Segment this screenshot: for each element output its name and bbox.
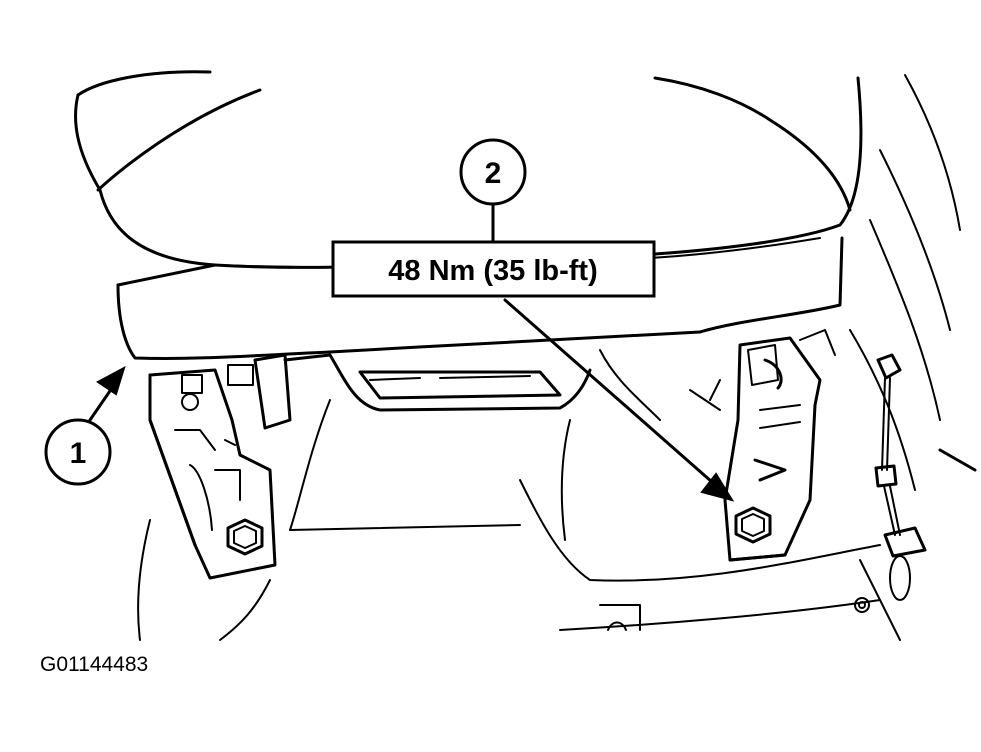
torque-spec-label: 48 Nm (35 lb-ft) (331, 240, 656, 298)
seat-cushion (74, 70, 863, 360)
torque-leader-arrow (503, 298, 735, 502)
callout-1-label: 1 (70, 437, 87, 470)
callout-1: 1 (44, 365, 126, 486)
callout-2: 2 (459, 138, 527, 244)
left-seat-bracket (148, 353, 292, 580)
seat-belt-cable (874, 353, 927, 601)
right-seat-bracket (709, 329, 836, 562)
torque-spec-text: 48 Nm (35 lb-ft) (388, 255, 597, 287)
seat-track (283, 353, 592, 412)
floor (137, 349, 901, 641)
side-panel (849, 74, 977, 491)
callout-2-label: 2 (485, 157, 502, 190)
figure-id: G01144483 (40, 653, 149, 676)
